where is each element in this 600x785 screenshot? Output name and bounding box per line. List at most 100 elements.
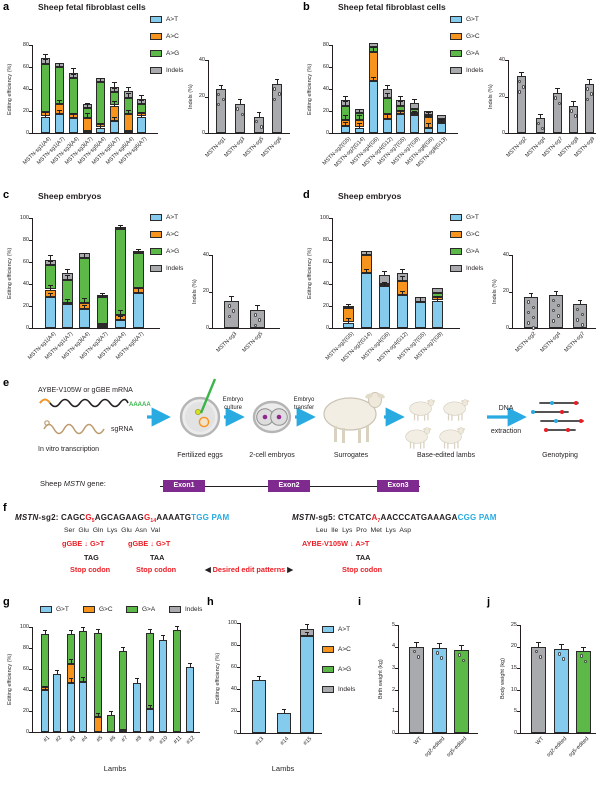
lamb-icon bbox=[405, 427, 432, 450]
x-axis bbox=[212, 328, 280, 329]
legend-swatch bbox=[150, 50, 162, 57]
legend-swatch bbox=[450, 50, 462, 57]
error-bar bbox=[400, 110, 401, 115]
y-tick-label: 0 bbox=[513, 729, 517, 736]
legend-label: G>A bbox=[466, 50, 480, 57]
y-tick bbox=[517, 689, 520, 691]
bar-segment bbox=[432, 300, 443, 328]
y-tick-label: 4 bbox=[391, 643, 395, 650]
y-tick bbox=[395, 689, 398, 691]
sequence-part: A bbox=[371, 513, 378, 522]
error-bar-cap bbox=[577, 299, 583, 301]
legend-label: G>T bbox=[466, 214, 479, 221]
data-point bbox=[435, 651, 439, 655]
error-bar-cap bbox=[364, 251, 369, 252]
error-bar-cap bbox=[412, 98, 417, 100]
y-tick-label: 0 bbox=[505, 324, 509, 331]
bar-segment bbox=[107, 715, 115, 732]
error-bar bbox=[387, 85, 388, 89]
y-tick-label: 80 bbox=[322, 236, 329, 243]
dna-label: DNA bbox=[499, 405, 514, 412]
y-tick-label: 0 bbox=[233, 729, 237, 736]
y-tick-label: 80 bbox=[22, 41, 29, 48]
error-bar-cap bbox=[371, 76, 376, 78]
error-bar bbox=[402, 269, 403, 273]
error-bar-cap bbox=[382, 270, 387, 272]
poly-a-tail: AAAAA bbox=[129, 402, 151, 408]
y-axis-title: Birth weight (kg) bbox=[378, 659, 384, 699]
bar-segment bbox=[383, 97, 392, 115]
sequence-part: ◀ bbox=[205, 565, 213, 574]
sgrna-loop bbox=[44, 420, 50, 426]
error-bar-cap bbox=[174, 625, 180, 627]
error-bar bbox=[50, 293, 51, 298]
sequence-part: ▶ bbox=[285, 565, 293, 574]
error-bar-cap bbox=[118, 315, 123, 317]
error-bar bbox=[82, 627, 84, 632]
error-bar-cap bbox=[95, 712, 101, 714]
bar-segment bbox=[41, 634, 49, 687]
error-bar bbox=[521, 72, 522, 77]
data-point bbox=[562, 657, 566, 661]
y-tick bbox=[329, 262, 332, 263]
error-bar bbox=[87, 103, 88, 108]
y-tick bbox=[29, 133, 32, 134]
error-bar-cap bbox=[126, 86, 131, 88]
sequence-line: Leu Ile Lys Pro Met Lys Asp bbox=[316, 527, 411, 534]
bar-segment bbox=[97, 297, 108, 324]
gene-map-label-part: Sheep bbox=[40, 479, 64, 488]
error-bar bbox=[67, 275, 68, 280]
bar-segment bbox=[369, 81, 378, 133]
sequence-part: Stop codon bbox=[342, 565, 383, 574]
error-bar-cap bbox=[71, 73, 76, 75]
error-bar bbox=[428, 112, 429, 117]
error-bar-cap bbox=[80, 677, 86, 678]
legend-label: G>C bbox=[466, 231, 480, 238]
error-bar bbox=[189, 662, 191, 667]
error-bar bbox=[100, 78, 101, 83]
error-bar bbox=[439, 643, 440, 648]
x-tick-label: #13 bbox=[254, 736, 266, 747]
legend-label: A>C bbox=[338, 646, 351, 653]
error-bar-cap bbox=[68, 659, 74, 661]
y-tick-label: 40 bbox=[22, 85, 29, 92]
y-tick bbox=[329, 306, 332, 307]
arrow3-label-line1: Embryo bbox=[294, 397, 315, 403]
bar-segment bbox=[531, 646, 546, 733]
data-point bbox=[253, 323, 257, 328]
error-bar bbox=[44, 630, 46, 635]
error-bar bbox=[59, 63, 60, 67]
y-tick-label: 0 bbox=[25, 324, 29, 331]
bar-segment bbox=[524, 296, 538, 328]
data-point bbox=[417, 655, 421, 659]
data-point bbox=[221, 97, 225, 102]
legend-swatch bbox=[150, 33, 162, 40]
sequence-part: AAAATG bbox=[156, 513, 192, 522]
error-bar bbox=[366, 269, 367, 273]
error-bar-cap bbox=[65, 275, 70, 276]
error-bar bbox=[120, 225, 121, 229]
error-bar-cap bbox=[139, 94, 144, 96]
y-tick bbox=[505, 96, 508, 98]
panel-letter: h bbox=[207, 596, 214, 608]
y-tick-label: 60 bbox=[322, 258, 329, 265]
sequence-part: -sg2: CAGC bbox=[38, 513, 86, 522]
bar-segment bbox=[361, 273, 372, 328]
bar-segment bbox=[369, 42, 378, 48]
error-bar bbox=[162, 635, 164, 640]
mrna-squiggle bbox=[39, 398, 129, 408]
error-bar-cap bbox=[98, 78, 103, 79]
error-bar-cap bbox=[85, 103, 90, 105]
y-tick bbox=[29, 306, 32, 307]
data-point bbox=[258, 318, 262, 322]
error-bar-cap bbox=[414, 642, 419, 643]
data-point bbox=[584, 659, 588, 663]
y-tick bbox=[237, 711, 240, 712]
y-tick bbox=[205, 133, 208, 134]
panel-title: Sheep fetal fibroblast cells bbox=[38, 2, 146, 12]
x-axis bbox=[32, 328, 160, 329]
y-tick bbox=[329, 45, 332, 46]
error-bar bbox=[110, 711, 112, 716]
error-bar-cap bbox=[346, 318, 351, 319]
data-point bbox=[227, 314, 231, 318]
